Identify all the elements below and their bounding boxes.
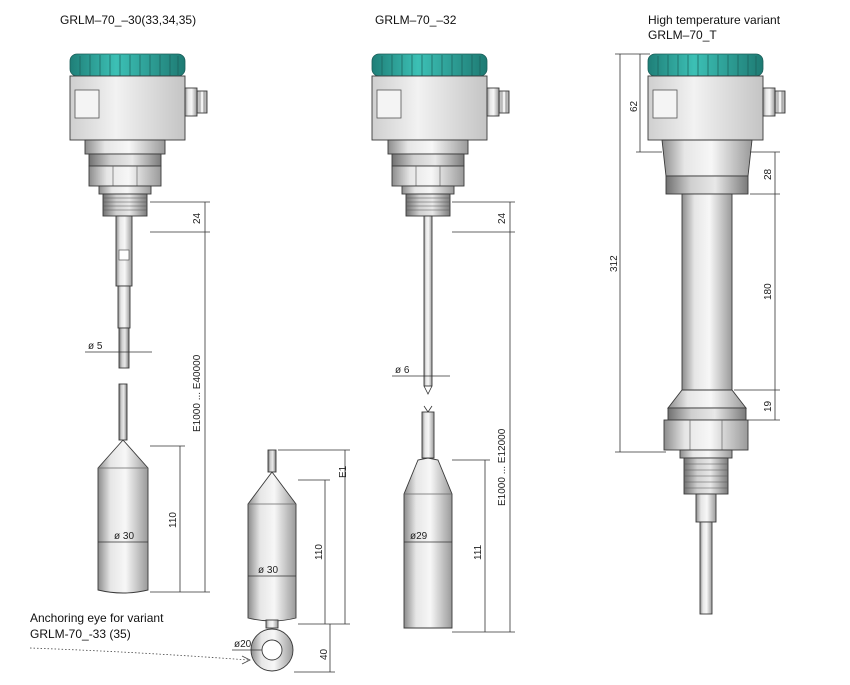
- dim-c-bottom: 19: [763, 400, 774, 412]
- dim-a-rod-dia: ø 5: [88, 341, 103, 352]
- dim-a-weight-dia: ø 30: [114, 531, 134, 542]
- dimensions-variant-a: 24 ø 5 E1000 ... E40000 110 ø 30: [85, 201, 210, 593]
- sensor-anchor-eye: [247, 449, 297, 672]
- dim-a-weight-len: 110: [168, 512, 179, 528]
- dim-b-range: E1000 ... E12000: [497, 428, 508, 506]
- dim-c-tube: 180: [763, 283, 774, 300]
- dim-b-weight-dia: ø29: [410, 531, 428, 542]
- dimensions-anchor-eye: E1 110 ø 30 ø20 40: [232, 449, 350, 673]
- dim-eye-E1: E1: [338, 465, 349, 478]
- title-variant-a: GRLM–70_–30(33,34,35): [60, 13, 196, 27]
- sensor-variant-b: [371, 53, 510, 629]
- dim-a-thread: 24: [192, 212, 203, 224]
- title-variant-c-line1: High temperature variant: [648, 13, 781, 27]
- anchor-note-line2: GRLM-70_-33 (35): [30, 627, 131, 641]
- dim-eye-weight-dia: ø 30: [258, 565, 278, 576]
- sensor-variant-a: [69, 53, 208, 594]
- anchor-leader-arrow: [241, 655, 251, 665]
- dimensions-variant-b: 24 ø 6 E1000 ... E12000 111 ø29: [392, 201, 515, 633]
- sensor-variant-c: [647, 53, 786, 615]
- dim-a-range: E1000 ... E40000: [192, 354, 203, 432]
- dim-c-head: 62: [629, 100, 640, 112]
- dim-c-total: 312: [609, 255, 620, 272]
- dim-c-neck: 28: [763, 168, 774, 180]
- dim-eye-dia: ø20: [234, 639, 252, 650]
- dimensions-variant-c: 312 62 28 180 19: [609, 53, 780, 453]
- dim-b-rod-dia: ø 6: [395, 365, 410, 376]
- anchor-leader-line: [29, 647, 249, 661]
- dim-b-weight-len: 111: [473, 544, 484, 560]
- title-variant-b: GRLM–70_–32: [375, 13, 457, 27]
- title-variant-c-line2: GRLM–70_T: [648, 28, 717, 42]
- dim-eye-weight-len: 110: [314, 544, 325, 560]
- dim-b-thread: 24: [497, 212, 508, 224]
- dim-eye-len: 40: [319, 648, 330, 660]
- anchor-note-line1: Anchoring eye for variant: [30, 611, 164, 625]
